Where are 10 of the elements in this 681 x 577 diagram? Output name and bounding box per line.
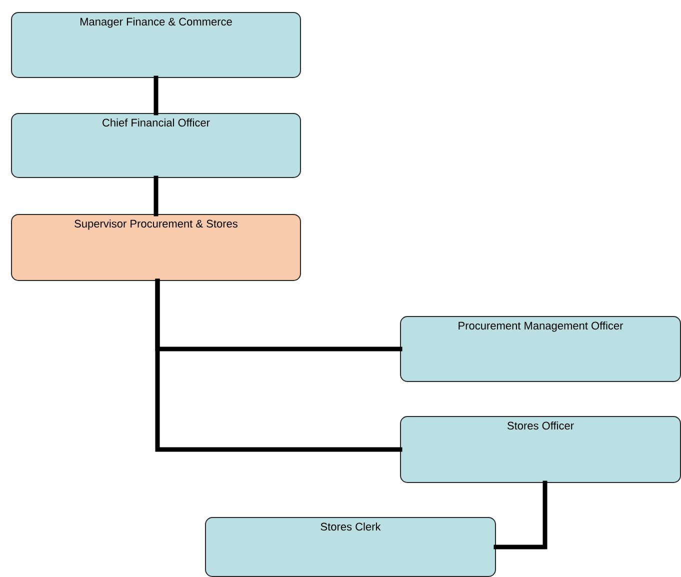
org-box: Procurement Management Officer	[400, 316, 681, 382]
org-box: Chief Financial Officer	[11, 113, 301, 178]
org-box: Manager Finance & Commerce	[11, 12, 301, 78]
connector-line	[154, 76, 158, 116]
connector-line	[154, 176, 158, 216]
org-box: Stores Clerk	[205, 517, 496, 577]
org-box: Stores Officer	[400, 416, 681, 483]
connector-line	[494, 480, 548, 550]
connector-line	[155, 278, 402, 452]
org-box: Supervisor Procurement & Stores	[11, 214, 301, 281]
